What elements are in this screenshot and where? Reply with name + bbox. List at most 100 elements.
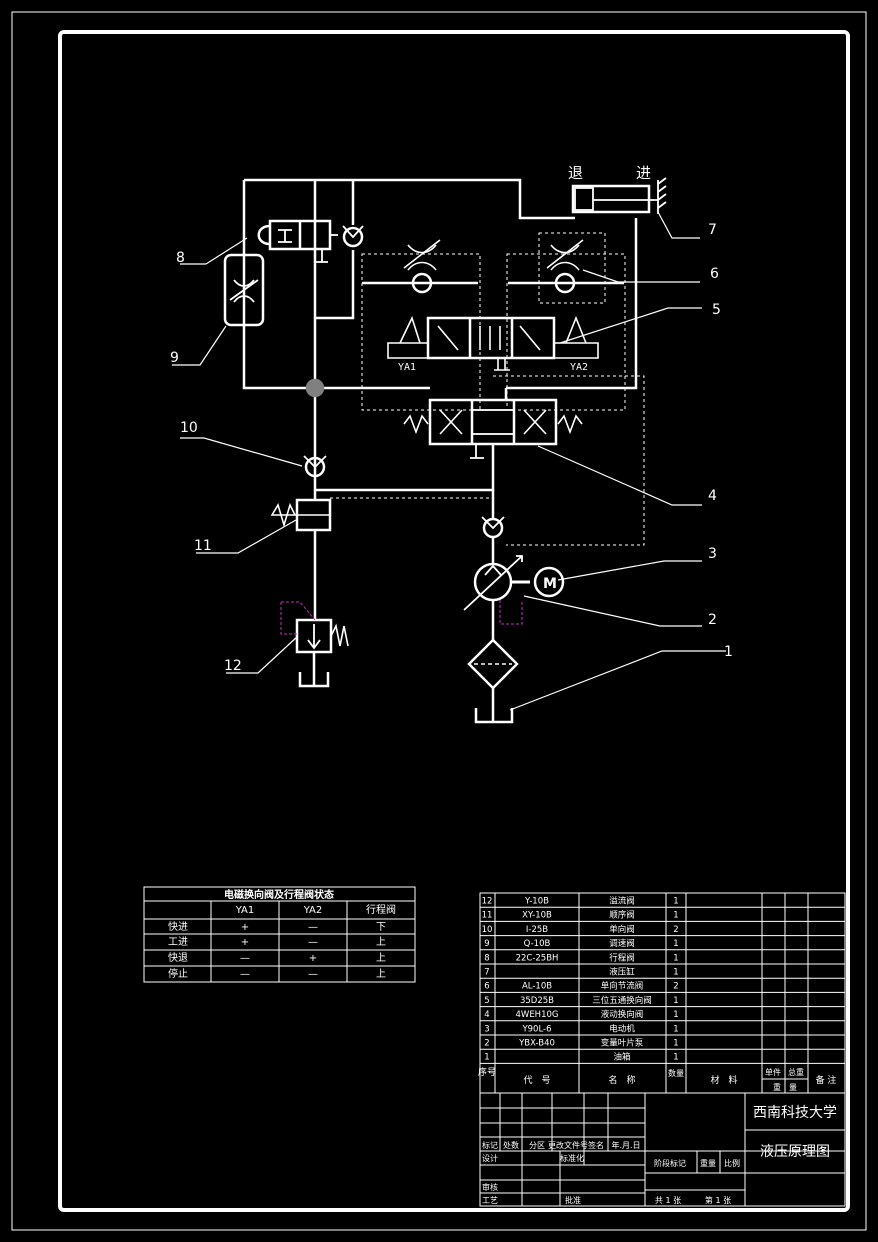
weight-label: 重量: [700, 1158, 716, 1168]
drawing-title: 液压原理图: [760, 1144, 830, 1160]
state-cell: 停止: [168, 967, 188, 980]
rev-doc: 更改文件号: [548, 1140, 588, 1150]
parts-cell: YBX-B40: [518, 1039, 555, 1049]
parts-cell: 1: [673, 897, 678, 907]
hdr-weight: 重 量: [773, 1082, 797, 1092]
parts-cell: 1: [673, 1039, 678, 1049]
parts-cell: Y-10B: [524, 897, 549, 907]
left-loop-line: [242, 180, 315, 390]
state-cell: —: [308, 922, 318, 933]
parts-cell: 22C-25BH: [516, 953, 559, 963]
review-label: 审核: [482, 1182, 498, 1192]
parts-cell: 2: [484, 1039, 489, 1049]
state-header-2: YA2: [303, 905, 323, 916]
parts-cell: 行程阀: [609, 952, 635, 963]
parts-cell: 35D25B: [520, 996, 554, 1006]
callout-10: 10: [180, 420, 198, 436]
parts-cell: 4: [484, 1010, 489, 1020]
standard-label: 标准化: [560, 1153, 584, 1163]
parts-cell: 1: [673, 953, 678, 963]
hdr-name: 名 称: [608, 1074, 635, 1086]
parts-cell: I-25B: [526, 925, 548, 935]
parts-cell: 1: [673, 1010, 678, 1020]
title-block-text: 西南科技大学 液压原理图 标记 处数 分区 更改文件号 签名 年.月.日 设计 …: [482, 1105, 837, 1205]
stage-label: 阶段标记: [654, 1158, 686, 1168]
check-valve-10: [304, 456, 326, 478]
hydraulic-circuit: [172, 177, 726, 724]
state-header-1: YA1: [235, 905, 255, 916]
dashed-pilot-lines: [330, 232, 645, 546]
callout-numbers: 1 2 3 4 5 6 7 8 9 10 11 12: [170, 222, 733, 674]
ya2-label: YA2: [570, 362, 588, 373]
parts-cell: 2: [673, 925, 678, 935]
rev-count: 处数: [503, 1140, 519, 1150]
advance-label: 进: [636, 164, 651, 182]
parts-cell: 4WEH10G: [516, 1010, 559, 1020]
callout-2: 2: [708, 612, 717, 628]
state-cell: 工进: [168, 936, 188, 948]
magenta-dashed: [280, 600, 523, 635]
rev-sign: 签名: [588, 1140, 604, 1150]
callout-7: 7: [708, 222, 717, 238]
parts-cell: 1: [673, 968, 678, 978]
parts-cell: 三位五通换向阀: [592, 995, 652, 1006]
design-label: 设计: [482, 1153, 498, 1163]
parts-cell: 1: [673, 939, 678, 949]
parts-cell: 7: [484, 968, 489, 978]
hdr-code: 代 号: [523, 1075, 550, 1086]
parts-cell: 10: [482, 925, 493, 935]
parts-cell: 调速阀: [609, 939, 635, 949]
rev-zone: 分区: [529, 1141, 545, 1150]
hydraulic-cylinder-7: [571, 184, 651, 214]
parts-cell: 8: [484, 953, 489, 963]
state-header-3: 行程阀: [366, 903, 396, 916]
callout-5: 5: [712, 302, 721, 318]
parts-cell: 12: [482, 897, 493, 907]
parts-cell: AL-10B: [522, 982, 552, 992]
three-position-five-way-valve-5: [426, 316, 556, 360]
parts-cell: 6: [484, 982, 489, 992]
hdr-remark: 备 注: [816, 1074, 837, 1086]
parts-cell: 9: [484, 939, 489, 949]
flow-control-valve-9: [223, 253, 265, 327]
parts-cell: 电动机: [609, 1023, 635, 1034]
callout-4: 4: [708, 488, 717, 504]
hdr-single: 单件: [765, 1067, 781, 1077]
hydraulic-directional-valve-4: [428, 398, 558, 446]
parts-row-lines: [480, 906, 845, 1064]
state-cell: —: [240, 953, 250, 964]
state-cell: 上: [376, 952, 386, 964]
parts-cell: XY-10B: [522, 911, 552, 921]
callout-3: 3: [708, 546, 717, 562]
state-table-title: 电磁换向阀及行程阀状态: [224, 888, 334, 901]
state-cell: +: [241, 922, 249, 933]
state-cell: +: [309, 953, 317, 964]
throttle-check-valve-left: [411, 272, 433, 294]
ya1-label: YA1: [398, 362, 416, 373]
parts-cell: Q-10B: [524, 939, 551, 949]
hdr-material: 材 料: [710, 1074, 737, 1086]
state-cell: 上: [376, 936, 386, 948]
parts-cell: 液压缸: [609, 967, 635, 978]
title-block-grid: [480, 1093, 845, 1206]
callout-9: 9: [170, 350, 179, 366]
throttle-check-valve-right: [554, 272, 576, 294]
oil-tank-1: [474, 688, 514, 724]
state-cell: +: [241, 937, 249, 948]
state-cell: —: [308, 969, 318, 980]
state-cell: 上: [376, 968, 386, 980]
callout-11: 11: [194, 538, 212, 554]
check-valve-pump: [482, 517, 504, 539]
parts-cell: 变量叶片泵: [601, 1038, 644, 1049]
parts-cell: 11: [482, 911, 493, 921]
sheets-label: 共 1 张: [655, 1196, 681, 1205]
outer-frame: [11, 11, 867, 1231]
parts-cell: 5: [484, 996, 489, 1006]
sheet-no-label: 第 1 张: [705, 1195, 731, 1205]
callout-12: 12: [224, 658, 242, 674]
retreat-label: 退: [568, 164, 583, 182]
process-label: 工艺: [482, 1196, 498, 1205]
junction-dot: [305, 378, 325, 398]
callout-6: 6: [710, 266, 719, 282]
